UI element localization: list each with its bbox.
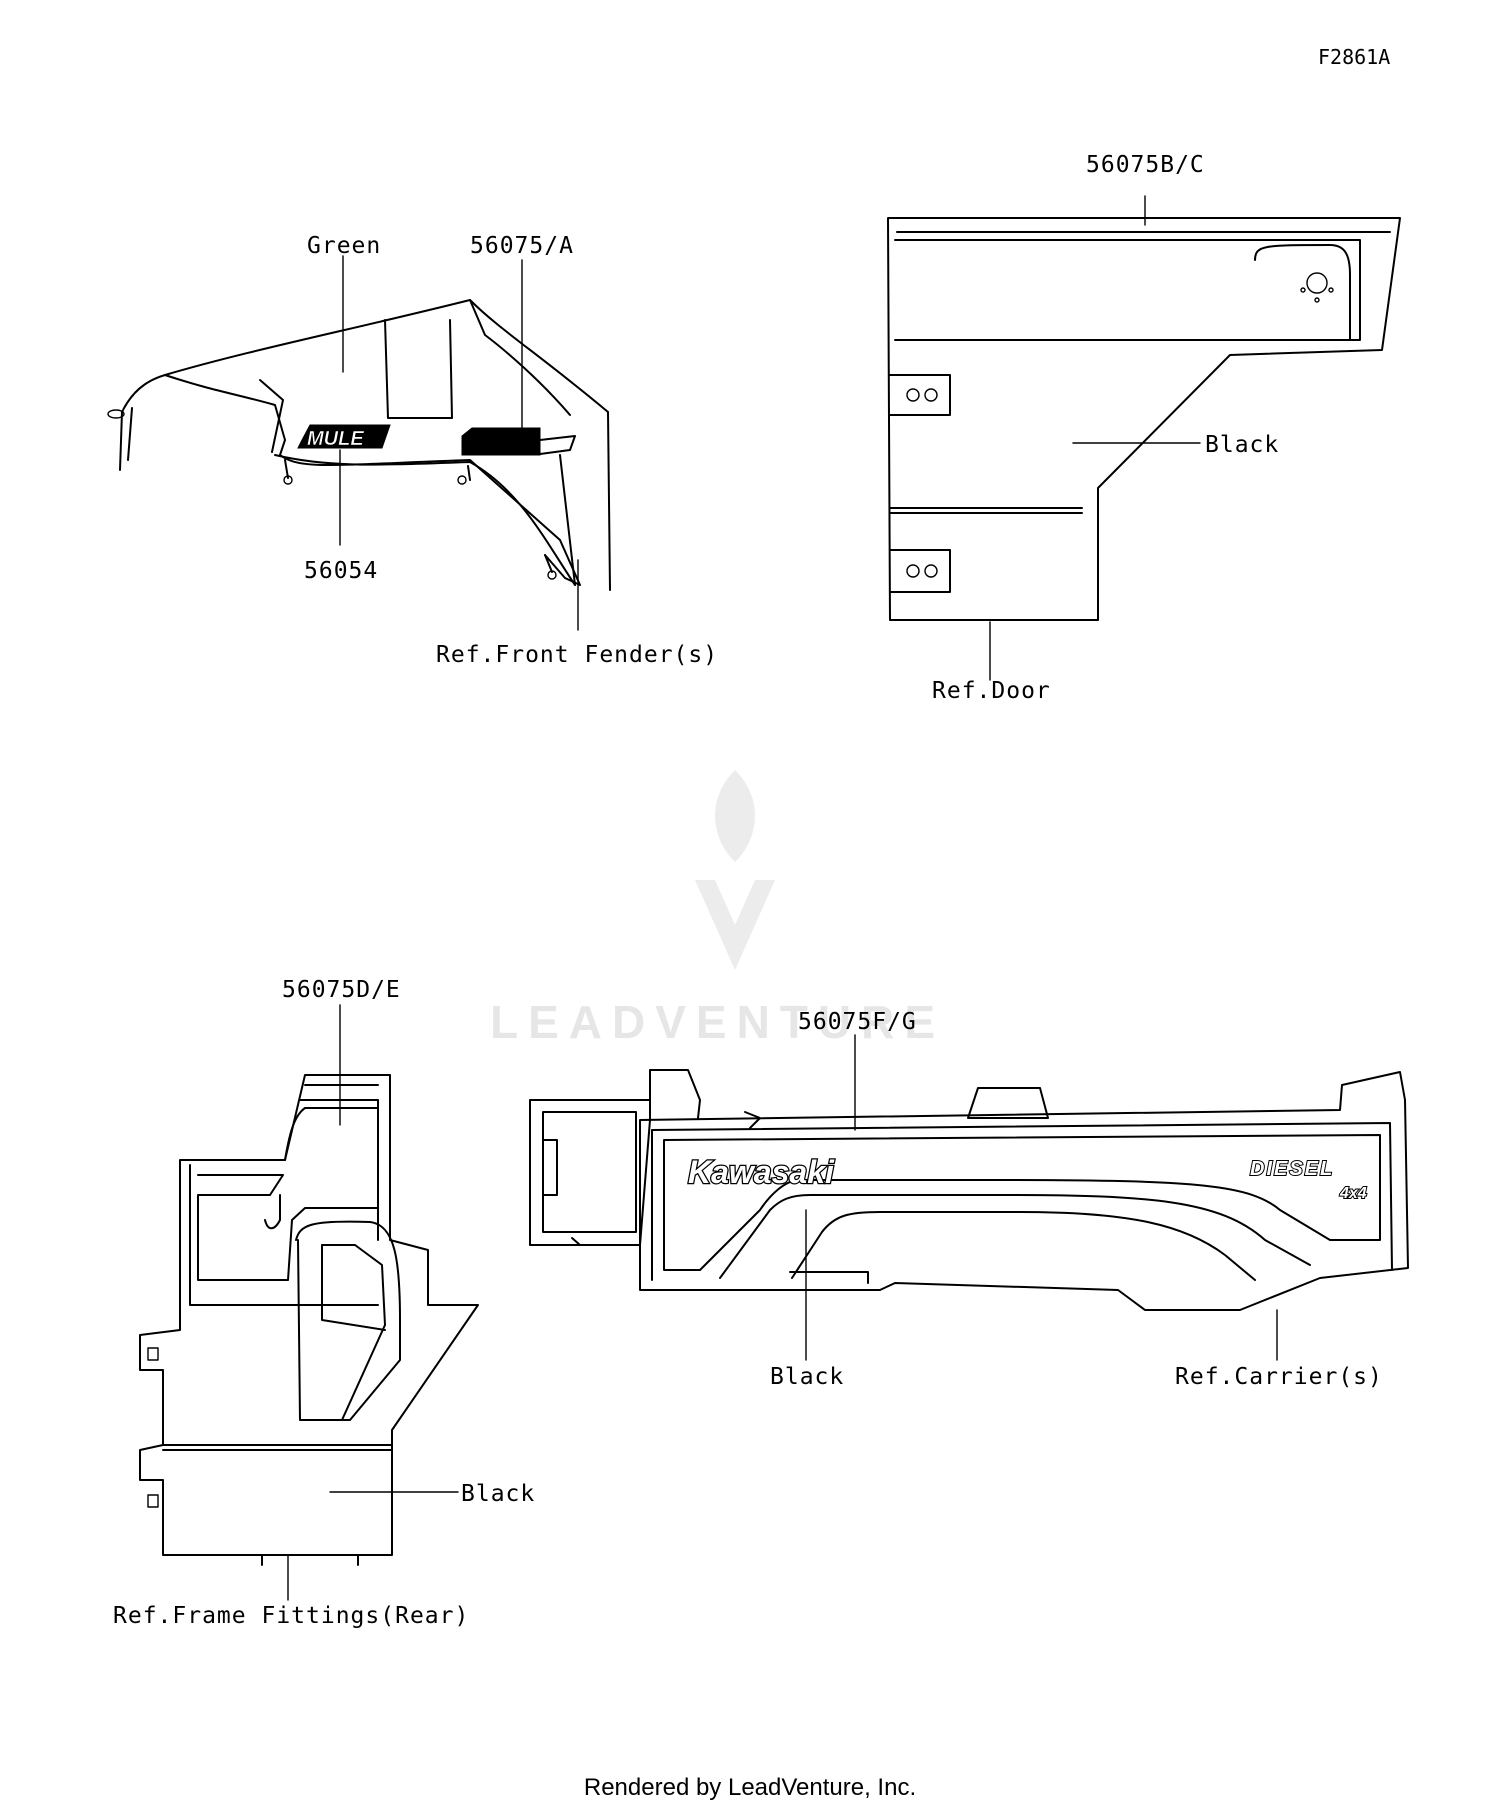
rear-decal-label: 56075D/E bbox=[282, 977, 401, 1003]
carrier-color-label: Black bbox=[770, 1364, 844, 1390]
diesel-logo-decal: DIESEL 4x4 bbox=[1249, 1157, 1368, 1203]
rear-color-label: Black bbox=[461, 1481, 535, 1507]
sx-badge-decal bbox=[461, 427, 576, 456]
diagram-code: F2861A bbox=[1318, 45, 1390, 69]
fender-logo-decal-label: 56054 bbox=[304, 558, 378, 584]
leadventure-flame-logo-icon bbox=[695, 770, 775, 970]
mule-logo-text: MULE bbox=[307, 428, 364, 450]
fourbyfour-logo-text: 4x4 bbox=[1339, 1185, 1367, 1202]
diesel-logo-text: DIESEL bbox=[1250, 1158, 1334, 1180]
carrier-decal-label: 56075F/G bbox=[798, 1009, 917, 1035]
kawasaki-logo-decal: Kawasaki bbox=[687, 1153, 836, 1192]
fender-ref-label: Ref.Front Fender(s) bbox=[436, 642, 718, 668]
fender-color-label: Green bbox=[307, 233, 381, 259]
fender-decal-label: 56075/A bbox=[470, 233, 574, 259]
rear-frame-fittings-part bbox=[139, 1004, 479, 1601]
door-decal-label: 56075B/C bbox=[1086, 152, 1205, 178]
carrier-part: Kawasaki DIESEL 4x4 bbox=[529, 1034, 1409, 1361]
front-fender-part: MULE bbox=[107, 255, 611, 631]
door-ref-label: Ref.Door bbox=[932, 678, 1051, 704]
footer-credit: Rendered by LeadVenture, Inc. bbox=[584, 1774, 916, 1801]
leadventure-watermark: LEADVENTURE bbox=[490, 770, 945, 1048]
door-part bbox=[887, 195, 1401, 681]
carrier-ref-label: Ref.Carrier(s) bbox=[1175, 1364, 1383, 1390]
door-color-label: Black bbox=[1205, 432, 1279, 458]
kawasaki-logo-text: Kawasaki bbox=[688, 1154, 835, 1190]
rear-ref-label: Ref.Frame Fittings(Rear) bbox=[113, 1603, 469, 1629]
mule-logo-decal: MULE bbox=[297, 424, 391, 450]
watermark-brand: LEADVENTURE bbox=[490, 996, 945, 1048]
